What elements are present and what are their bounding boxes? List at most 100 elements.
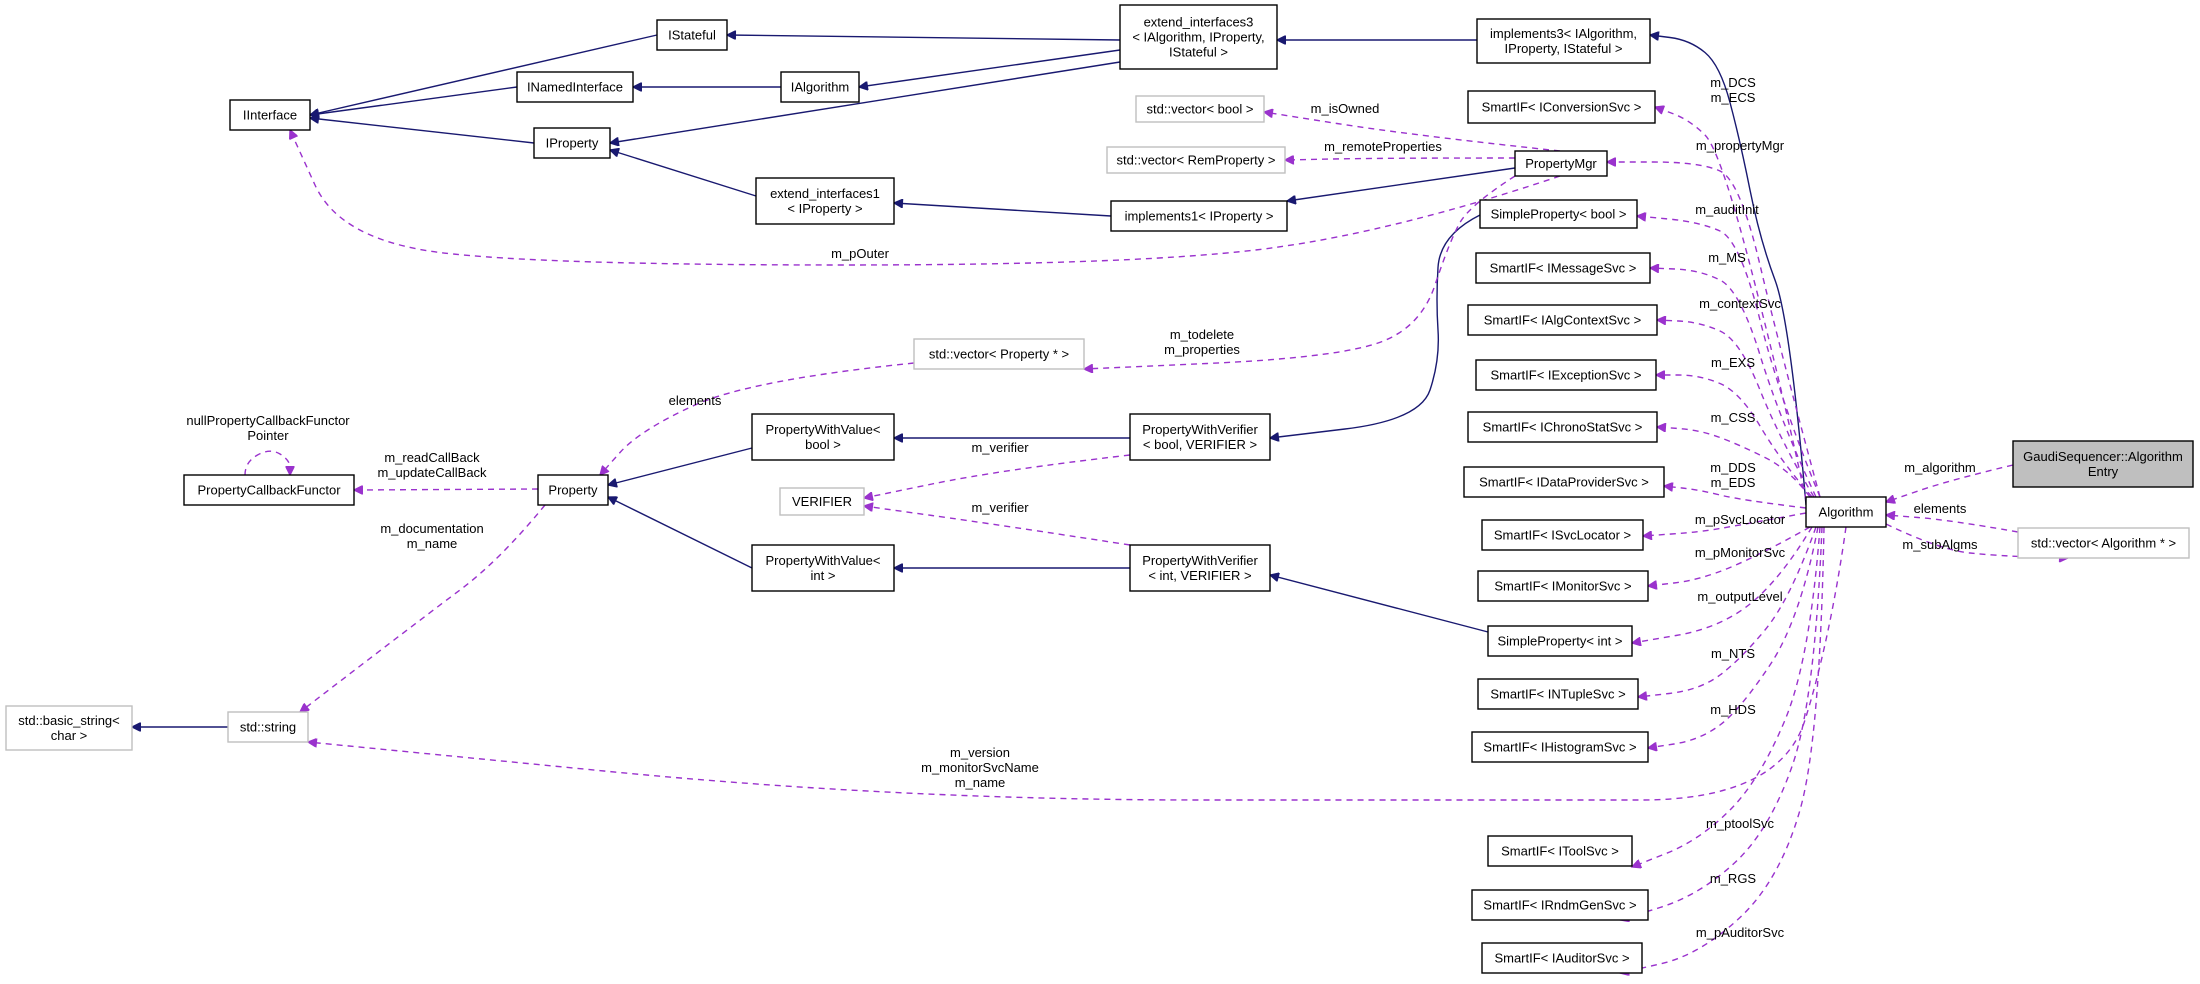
usage-arrow-m_todelete <box>1084 175 1516 369</box>
node-sif-iexceptionsvc[interactable]: SmartIF< IExceptionSvc > <box>1475 359 1657 391</box>
node-label: implements3< IAlgorithm,IProperty, IStat… <box>1490 26 1637 56</box>
node-property[interactable]: Property <box>537 474 609 506</box>
node-sif-isvclocator[interactable]: SmartIF< ISvcLocator > <box>1481 519 1644 551</box>
node-basic-string[interactable]: std::basic_string<char > <box>5 705 133 751</box>
node-box <box>1487 835 1633 867</box>
edge-label-elements_algorithm: elements <box>1914 501 1967 516</box>
node-label: std::vector< Property * > <box>929 347 1069 362</box>
node-istateful[interactable]: IStateful <box>656 19 728 51</box>
node-label: SmartIF< IMessageSvc > <box>1490 261 1637 276</box>
edge-label-elements_property: elements <box>669 393 722 408</box>
node-vector-algorithm-ptr[interactable]: std::vector< Algorithm * > <box>2017 527 2190 559</box>
usage-arrow-m_subalgms <box>1885 523 2068 558</box>
node-sif-ialgcontextsvc[interactable]: SmartIF< IAlgContextSvc > <box>1467 304 1658 336</box>
node-box <box>1476 18 1651 64</box>
node-propertycallbackfunctor[interactable]: PropertyCallbackFunctor <box>183 474 355 506</box>
node-propertywithvalue-bool[interactable]: PropertyWithValue<bool > <box>751 413 895 461</box>
node-sif-irndmgensvc[interactable]: SmartIF< IRndmGenSvc > <box>1471 889 1649 921</box>
usage-arrow-m_ms <box>1650 268 1817 498</box>
node-label: SmartIF< ISvcLocator > <box>1494 528 1631 543</box>
node-simpleproperty-bool[interactable]: SimpleProperty< bool > <box>1479 199 1638 229</box>
node-sif-itoolsvc[interactable]: SmartIF< IToolSvc > <box>1487 835 1633 867</box>
usage-arrow-m_dcs <box>1655 107 1807 501</box>
node-sif-imonitorsvc[interactable]: SmartIF< IMonitorSvc > <box>1477 570 1649 602</box>
inheritance-arrow <box>727 35 1121 41</box>
node-label: SimpleProperty< bool > <box>1491 207 1627 222</box>
node-inamedinterface[interactable]: INamedInterface <box>516 71 634 103</box>
node-sif-imessagesvc[interactable]: SmartIF< IMessageSvc > <box>1475 252 1651 284</box>
node-box <box>1467 304 1658 336</box>
node-label: SmartIF< IAlgContextSvc > <box>1484 313 1642 328</box>
edge-label-m_subalgms: m_subAlgms <box>1902 537 1978 552</box>
node-propertywithverifier-int[interactable]: PropertyWithVerifier< int, VERIFIER > <box>1129 544 1271 592</box>
node-box <box>1487 625 1633 657</box>
edge-label-m_psvclocator: m_pSvcLocator <box>1695 512 1786 527</box>
node-label: IStateful <box>668 28 716 43</box>
node-label: SmartIF< IRndmGenSvc > <box>1483 898 1636 913</box>
node-label: INamedInterface <box>527 80 623 95</box>
usage-arrow-m_version <box>308 526 1847 801</box>
node-implements1[interactable]: implements1< IProperty > <box>1110 200 1288 232</box>
node-label: PropertyWithValue<bool > <box>765 422 880 452</box>
node-sif-ihistogramsvc[interactable]: SmartIF< IHistogramSvc > <box>1471 731 1649 763</box>
node-propertywithvalue-int[interactable]: PropertyWithValue<int > <box>751 544 895 592</box>
node-vector-property-ptr[interactable]: std::vector< Property * > <box>913 338 1085 370</box>
node-extend-interfaces1[interactable]: extend_interfaces1< IProperty > <box>755 177 895 225</box>
node-implements3[interactable]: implements3< IAlgorithm,IProperty, IStat… <box>1476 18 1651 64</box>
node-box <box>1475 359 1657 391</box>
edge-label-m_outputlevel: m_outputLevel <box>1697 589 1782 604</box>
usage-arrow-m_propertymgr <box>1607 162 1821 498</box>
node-iinterface[interactable]: IInterface <box>229 99 311 131</box>
node-label: SmartIF< IToolSvc > <box>1501 844 1619 859</box>
node-label: SmartIF< INTupleSvc > <box>1490 687 1625 702</box>
node-std-string[interactable]: std::string <box>227 711 309 743</box>
node-sif-ichronostatsvc[interactable]: SmartIF< IChronoStatSvc > <box>1467 411 1658 443</box>
usage-arrow-m_pouter <box>290 130 1561 266</box>
node-vector-bool[interactable]: std::vector< bool > <box>1135 95 1265 123</box>
edge-label-m_pouter: m_pOuter <box>831 246 889 261</box>
node-algorithm[interactable]: Algorithm <box>1805 496 1887 528</box>
node-box <box>656 19 728 51</box>
node-label: std::vector< Algorithm * > <box>2031 536 2176 551</box>
inheritance-arrow <box>894 203 1112 217</box>
node-ialgorithm[interactable]: IAlgorithm <box>780 71 860 103</box>
node-iproperty[interactable]: IProperty <box>533 127 611 159</box>
node-propertywithverifier-bool[interactable]: PropertyWithVerifier< bool, VERIFIER > <box>1129 413 1271 461</box>
edge-label-m_propertymgr: m_propertyMgr <box>1696 138 1785 153</box>
usage-arrow-m_verifier_int <box>864 506 1131 546</box>
usage-arrow-m_pauditorsvc <box>1620 526 1825 973</box>
node-box <box>2012 440 2194 488</box>
usage-arrow-m_documentation <box>300 504 546 712</box>
edge-label-m_verifier_bool: m_verifier <box>971 440 1029 455</box>
node-simpleproperty-int[interactable]: SimpleProperty< int > <box>1487 625 1633 657</box>
edge-label-m_ms: m_MS <box>1708 250 1746 265</box>
usage-arrow-m_auditinit <box>1637 216 1821 498</box>
node-verifier[interactable]: VERIFIER <box>779 487 865 516</box>
node-label: std::vector< RemProperty > <box>1117 153 1276 168</box>
node-vector-remproperty[interactable]: std::vector< RemProperty > <box>1106 146 1286 174</box>
node-box <box>1481 519 1644 551</box>
node-propertymgr[interactable]: PropertyMgr <box>1514 150 1608 177</box>
inheritance-arrow <box>1287 167 1516 201</box>
node-sif-intuplesvc[interactable]: SmartIF< INTupleSvc > <box>1477 678 1639 710</box>
node-label: Algorithm <box>1819 505 1874 520</box>
node-extend-interfaces3[interactable]: extend_interfaces3< IAlgorithm, IPropert… <box>1119 4 1278 70</box>
edge-label-m_remoteproperties: m_remoteProperties <box>1324 139 1442 154</box>
node-label: SmartIF< IMonitorSvc > <box>1494 579 1631 594</box>
node-sif-idataprovidersvc[interactable]: SmartIF< IDataProviderSvc > <box>1463 466 1665 498</box>
node-label: std::vector< bool > <box>1147 102 1254 117</box>
usage-arrow-m_nts <box>1638 526 1817 697</box>
node-label: IInterface <box>243 108 297 123</box>
inheritance-arrow <box>1270 214 1481 438</box>
node-sif-iconversionsvc[interactable]: SmartIF< IConversionSvc > <box>1467 90 1656 124</box>
node-sif-iauditorsvc[interactable]: SmartIF< IAuditorSvc > <box>1481 942 1643 974</box>
node-box <box>2017 527 2190 559</box>
edge-label-m_pmonitorsvc: m_pMonitorSvc <box>1695 545 1786 560</box>
node-box <box>1805 496 1887 528</box>
usage-arrow-m_dds <box>1664 486 1807 509</box>
